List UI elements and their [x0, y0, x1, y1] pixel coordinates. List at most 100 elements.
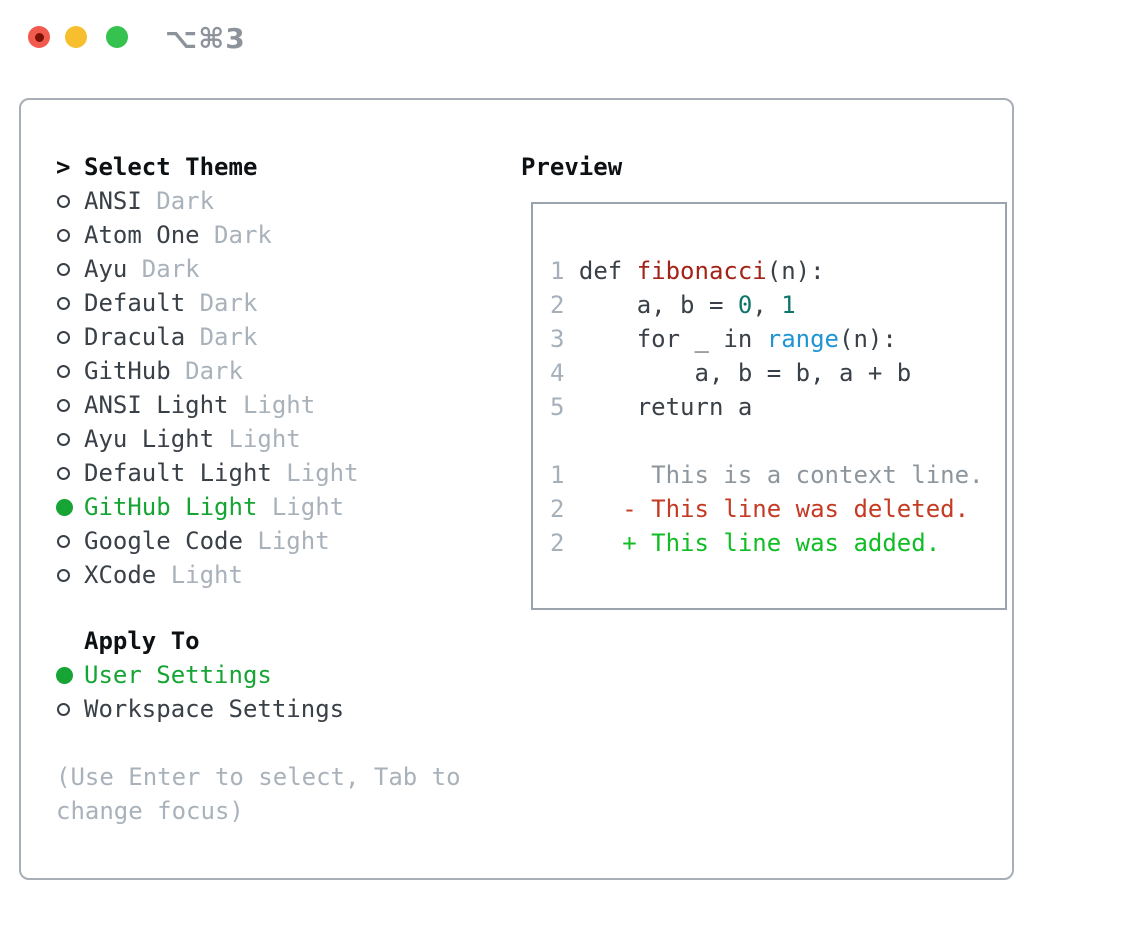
- code-segment-number: 1: [781, 291, 796, 319]
- radio-unselected-icon: [56, 524, 84, 558]
- hint-line-2: change focus): [56, 797, 244, 825]
- code-segment-function: fibonacci: [636, 257, 767, 285]
- code-segment-line_number: 4: [550, 359, 579, 387]
- theme-option-github[interactable]: GitHub Dark: [56, 354, 461, 388]
- code-segment-default: (n):: [839, 325, 897, 353]
- option-label: XCode: [84, 561, 157, 589]
- option-variant-label: Dark: [185, 289, 258, 317]
- option-variant-label: Light: [271, 459, 359, 487]
- code-segment-default: return a: [578, 393, 753, 421]
- radio-unselected-icon: [56, 286, 84, 320]
- minimize-button[interactable]: [65, 26, 87, 48]
- option-label: ANSI Light: [84, 391, 229, 419]
- radio-unselected-icon: [56, 456, 84, 490]
- code-segment-line_number: 1: [550, 461, 579, 489]
- close-button[interactable]: [28, 26, 50, 48]
- apply-to-header: Apply To: [56, 624, 461, 658]
- theme-option-ansi-light[interactable]: ANSI Light Light: [56, 388, 461, 422]
- theme-option-dracula[interactable]: Dracula Dark: [56, 320, 461, 354]
- close-dot-icon: [34, 32, 44, 42]
- spacer: [56, 592, 461, 624]
- code-segment-added: + This line was added.: [578, 529, 941, 557]
- code-line: 2 a, b = 0, 1: [550, 288, 1005, 322]
- code-line: 2 + This line was added.: [550, 526, 1005, 560]
- radio-unselected-icon: [56, 184, 84, 218]
- option-label: Ayu Light: [84, 425, 215, 453]
- option-variant-label: Dark: [170, 357, 243, 385]
- spacer: [56, 726, 461, 760]
- radio-unselected-icon: [56, 218, 84, 252]
- radio-unselected-icon: [56, 558, 84, 592]
- option-variant-label: Dark: [141, 187, 215, 215]
- preview-title: Preview: [521, 153, 623, 181]
- code-segment-context: This is a context line.: [578, 461, 984, 489]
- code-segment-line_number: 2: [550, 291, 579, 319]
- code-segment-builtin: range: [766, 325, 839, 353]
- option-label: Google Code: [84, 527, 243, 555]
- code-segment-line_number: 2: [550, 529, 579, 557]
- apply-option-user-settings[interactable]: User Settings: [56, 658, 461, 692]
- select-theme-header: > Select Theme: [56, 150, 461, 184]
- radio-selected-icon: [56, 658, 84, 692]
- code-segment-line_number: 1: [550, 257, 579, 285]
- code-segment-default: for _ in: [578, 325, 767, 353]
- option-variant-label: Light: [228, 391, 316, 419]
- code-line: 1 This is a context line.: [550, 458, 1005, 492]
- code-segment-default: a, b =: [578, 291, 738, 319]
- option-variant-label: Light: [242, 527, 330, 555]
- option-variant-label: Light: [156, 561, 243, 589]
- code-segment-line_number: 3: [550, 325, 579, 353]
- code-segment-default: a, b = b, a + b: [578, 359, 912, 387]
- theme-option-ayu[interactable]: Ayu Dark: [56, 252, 461, 286]
- code-segment-line_number: 5: [550, 393, 579, 421]
- option-label: Default Light: [84, 459, 272, 487]
- theme-option-default-light[interactable]: Default Light Light: [56, 456, 461, 490]
- code-line: 1 def fibonacci(n):: [550, 254, 1005, 288]
- apply-option-workspace-settings[interactable]: Workspace Settings: [56, 692, 461, 726]
- code-line: 4 a, b = b, a + b: [550, 356, 1005, 390]
- theme-option-xcode[interactable]: XCode Light: [56, 558, 461, 592]
- theme-option-google-code[interactable]: Google Code Light: [56, 524, 461, 558]
- apply-to-label: Apply To: [84, 627, 200, 655]
- option-label: User Settings: [84, 661, 272, 689]
- window-title: ⌥⌘3: [165, 22, 246, 55]
- radio-unselected-icon: [56, 692, 84, 726]
- radio-unselected-icon: [56, 354, 84, 388]
- option-label: GitHub Light: [84, 493, 258, 521]
- option-variant-label: Dark: [199, 221, 272, 249]
- code-segment-default: def: [578, 257, 637, 285]
- option-label: Ayu: [84, 255, 128, 283]
- theme-option-atom-one[interactable]: Atom One Dark: [56, 218, 461, 252]
- cursor-marker: >: [56, 150, 84, 184]
- option-variant-label: Dark: [185, 323, 258, 351]
- select-theme-label: Select Theme: [84, 153, 258, 181]
- theme-option-default[interactable]: Default Dark: [56, 286, 461, 320]
- code-segment-number: 0: [737, 291, 753, 319]
- option-label: ANSI: [84, 187, 142, 215]
- theme-option-ayu-light[interactable]: Ayu Light Light: [56, 422, 461, 456]
- radio-selected-icon: [56, 490, 84, 524]
- radio-unselected-icon: [56, 422, 84, 456]
- titlebar: ⌥⌘3: [0, 0, 1140, 74]
- code-segment-deleted: - This line was deleted.: [578, 495, 970, 523]
- theme-option-github-light[interactable]: GitHub Light Light: [56, 490, 461, 524]
- option-label: Default: [84, 289, 186, 317]
- option-variant-label: Light: [214, 425, 301, 453]
- zoom-button[interactable]: [106, 26, 128, 48]
- option-variant-label: Light: [257, 493, 345, 521]
- cursor-icon: >: [56, 153, 71, 181]
- hint-line-1: (Use Enter to select, Tab to: [56, 763, 461, 791]
- radio-unselected-icon: [56, 320, 84, 354]
- code-line: 2 - This line was deleted.: [550, 492, 1005, 526]
- theme-option-ansi[interactable]: ANSI Dark: [56, 184, 461, 218]
- code-segment-line_number: 2: [550, 495, 579, 523]
- marker-slot: [56, 624, 84, 658]
- option-label: GitHub: [84, 357, 171, 385]
- option-variant-label: Dark: [127, 255, 200, 283]
